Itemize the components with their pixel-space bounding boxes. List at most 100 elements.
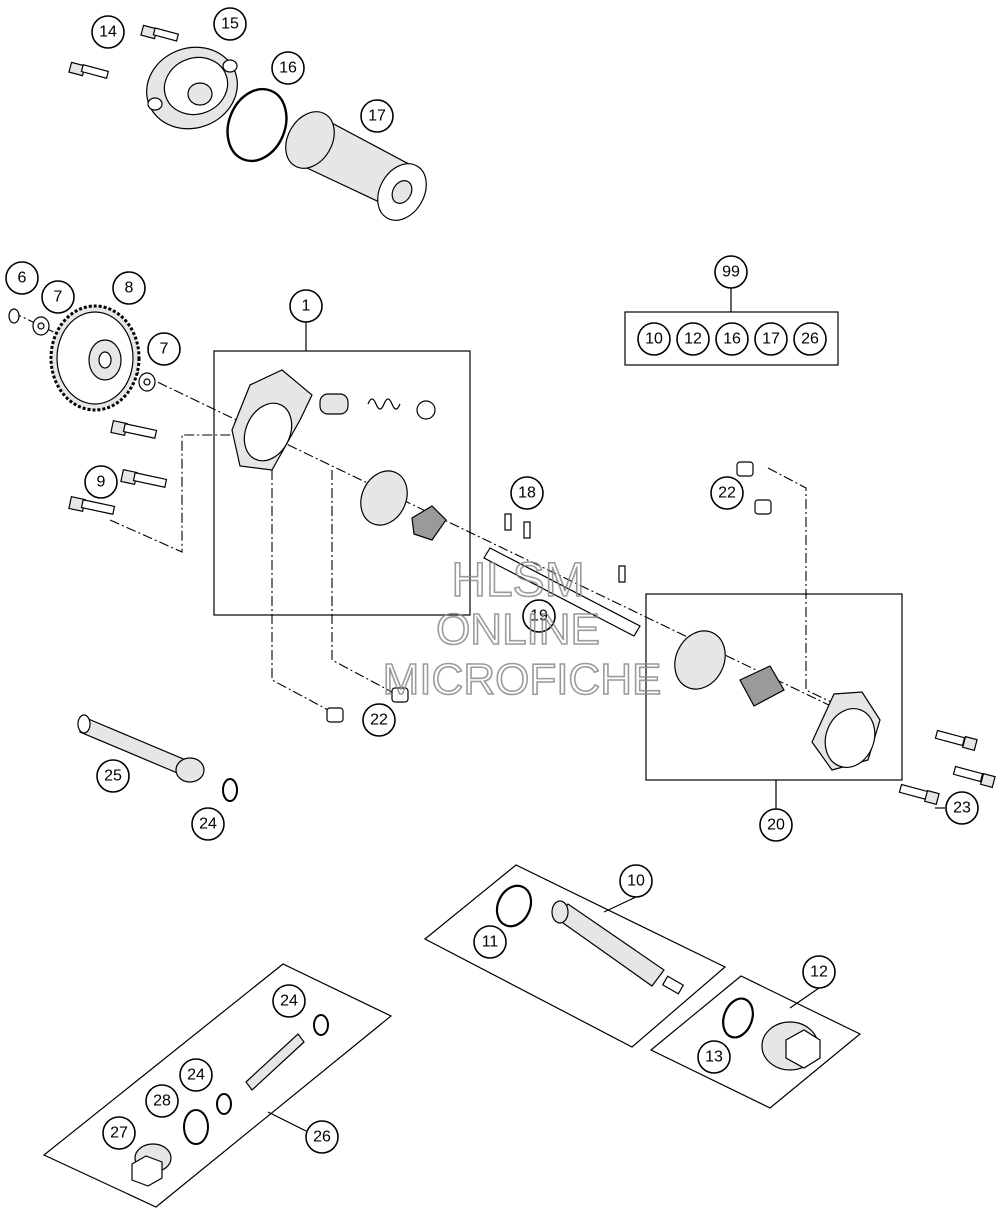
kit-item-12[interactable]: 12 (676, 322, 710, 356)
callout-7[interactable]: 7 (147, 332, 181, 366)
callout-14-circle (91, 15, 125, 49)
callout-19-label: 19 (530, 608, 548, 625)
oil-screen-10 (495, 884, 685, 995)
callout-24[interactable]: 24 (179, 1058, 213, 1092)
callout-10-circle (619, 864, 653, 898)
callout-7-label: 7 (160, 341, 169, 358)
callout-27-circle (102, 1116, 136, 1150)
callout-23-label: 23 (953, 800, 971, 817)
frame-group-10 (423, 864, 727, 1048)
callout-27-label: 27 (110, 1125, 128, 1142)
callout-1[interactable]: 1 (289, 289, 323, 323)
dowels-22 (326, 461, 772, 723)
watermark: HLSM ONLINE MICROFICHE (382, 553, 662, 705)
callout-1-label: 1 (302, 298, 311, 315)
callout-22[interactable]: 22 (710, 476, 744, 510)
callout-16-label: 16 (279, 60, 297, 77)
oil-tube-25 (77, 714, 205, 783)
callout-14[interactable]: 14 (91, 15, 125, 49)
kit-item-16-circle (715, 322, 749, 356)
callout-22[interactable]: 22 (362, 703, 396, 737)
callout-25-label: 25 (104, 768, 122, 785)
callout-18-label: 18 (518, 485, 536, 502)
callout-23-circle (945, 791, 979, 825)
plug-12 (722, 997, 821, 1071)
kit-item-26[interactable]: 26 (793, 322, 827, 356)
callout-6[interactable]: 6 (5, 261, 39, 295)
oil-screen-26 (131, 1014, 329, 1187)
callout-22-label: 22 (370, 712, 388, 729)
watermark-line-1: HLSM (451, 554, 584, 607)
watermark-line-2: ONLINE (436, 605, 600, 654)
callout-99[interactable]: 99 (714, 255, 748, 289)
callout-19[interactable]: 19 (522, 599, 556, 633)
snap-ring-6 (8, 308, 20, 324)
callout-7-label: 7 (54, 289, 63, 306)
callout-13[interactable]: 13 (697, 1040, 731, 1074)
callout-12[interactable]: 12 (802, 955, 836, 989)
kit-item-12-label: 12 (684, 331, 702, 348)
callout-24[interactable]: 24 (191, 807, 225, 841)
kit-item-17[interactable]: 17 (754, 322, 788, 356)
callout-24-circle (191, 807, 225, 841)
callout-15[interactable]: 15 (213, 7, 247, 41)
callout-24-label: 24 (199, 816, 217, 833)
callout-17-circle (360, 99, 394, 133)
callout-13-circle (697, 1040, 731, 1074)
callout-18-circle (510, 476, 544, 510)
callout-16[interactable]: 16 (271, 51, 305, 85)
callout-1-circle (289, 289, 323, 323)
callout-17-label: 17 (368, 108, 386, 125)
callout-22-label: 22 (718, 485, 736, 502)
callout-9-circle (84, 465, 118, 499)
callout-7[interactable]: 7 (41, 280, 75, 314)
o-ring-16 (226, 87, 288, 163)
callout-99-label: 99 (722, 264, 740, 281)
callout-24[interactable]: 24 (272, 984, 306, 1018)
gear-8 (49, 304, 141, 412)
callout-8-label: 8 (125, 280, 134, 297)
callout-26-label: 26 (313, 1129, 331, 1146)
callout-15-label: 15 (221, 16, 239, 33)
kit-item-26-label: 26 (801, 331, 819, 348)
callout-28-circle (145, 1084, 179, 1118)
callout-16-circle (271, 51, 305, 85)
frame-oil-pump-1 (213, 350, 471, 616)
callout-28[interactable]: 28 (145, 1084, 179, 1118)
callout-9[interactable]: 9 (84, 465, 118, 499)
frame-oil-pump-20 (645, 593, 903, 781)
callout-12-circle (802, 955, 836, 989)
callout-20-label: 20 (767, 817, 785, 834)
callout-24-circle (179, 1058, 213, 1092)
kit-item-16[interactable]: 16 (715, 322, 749, 356)
kit-item-10-circle (637, 322, 671, 356)
bolt-14 (68, 24, 180, 79)
callout-17[interactable]: 17 (360, 99, 394, 133)
kit-item-10[interactable]: 10 (637, 322, 671, 356)
pump-housing-1 (231, 369, 447, 541)
washer-7a (32, 316, 50, 336)
callout-25[interactable]: 25 (96, 759, 130, 793)
callout-26[interactable]: 26 (305, 1120, 339, 1154)
callout-19-circle (522, 599, 556, 633)
callout-22-circle (362, 703, 396, 737)
pins-18 (504, 513, 626, 583)
callout-8[interactable]: 8 (112, 271, 146, 305)
seal-24a (222, 778, 238, 802)
kit-item-16-label: 16 (723, 331, 741, 348)
callout-14-label: 14 (99, 24, 117, 41)
callout-9-label: 9 (97, 474, 106, 491)
callout-26-circle (305, 1120, 339, 1154)
callout-10[interactable]: 10 (619, 864, 653, 898)
callout-27[interactable]: 27 (102, 1116, 136, 1150)
callout-18[interactable]: 18 (510, 476, 544, 510)
callout-20[interactable]: 20 (759, 808, 793, 842)
group-frames (42, 311, 903, 1208)
callout-99-circle (714, 255, 748, 289)
kit-item-12-circle (676, 322, 710, 356)
callout-11[interactable]: 11 (473, 925, 507, 959)
callout-13-label: 13 (705, 1049, 723, 1066)
callout-23[interactable]: 23 (945, 791, 979, 825)
shaft-19 (483, 547, 641, 637)
bolts-23 (898, 729, 996, 806)
